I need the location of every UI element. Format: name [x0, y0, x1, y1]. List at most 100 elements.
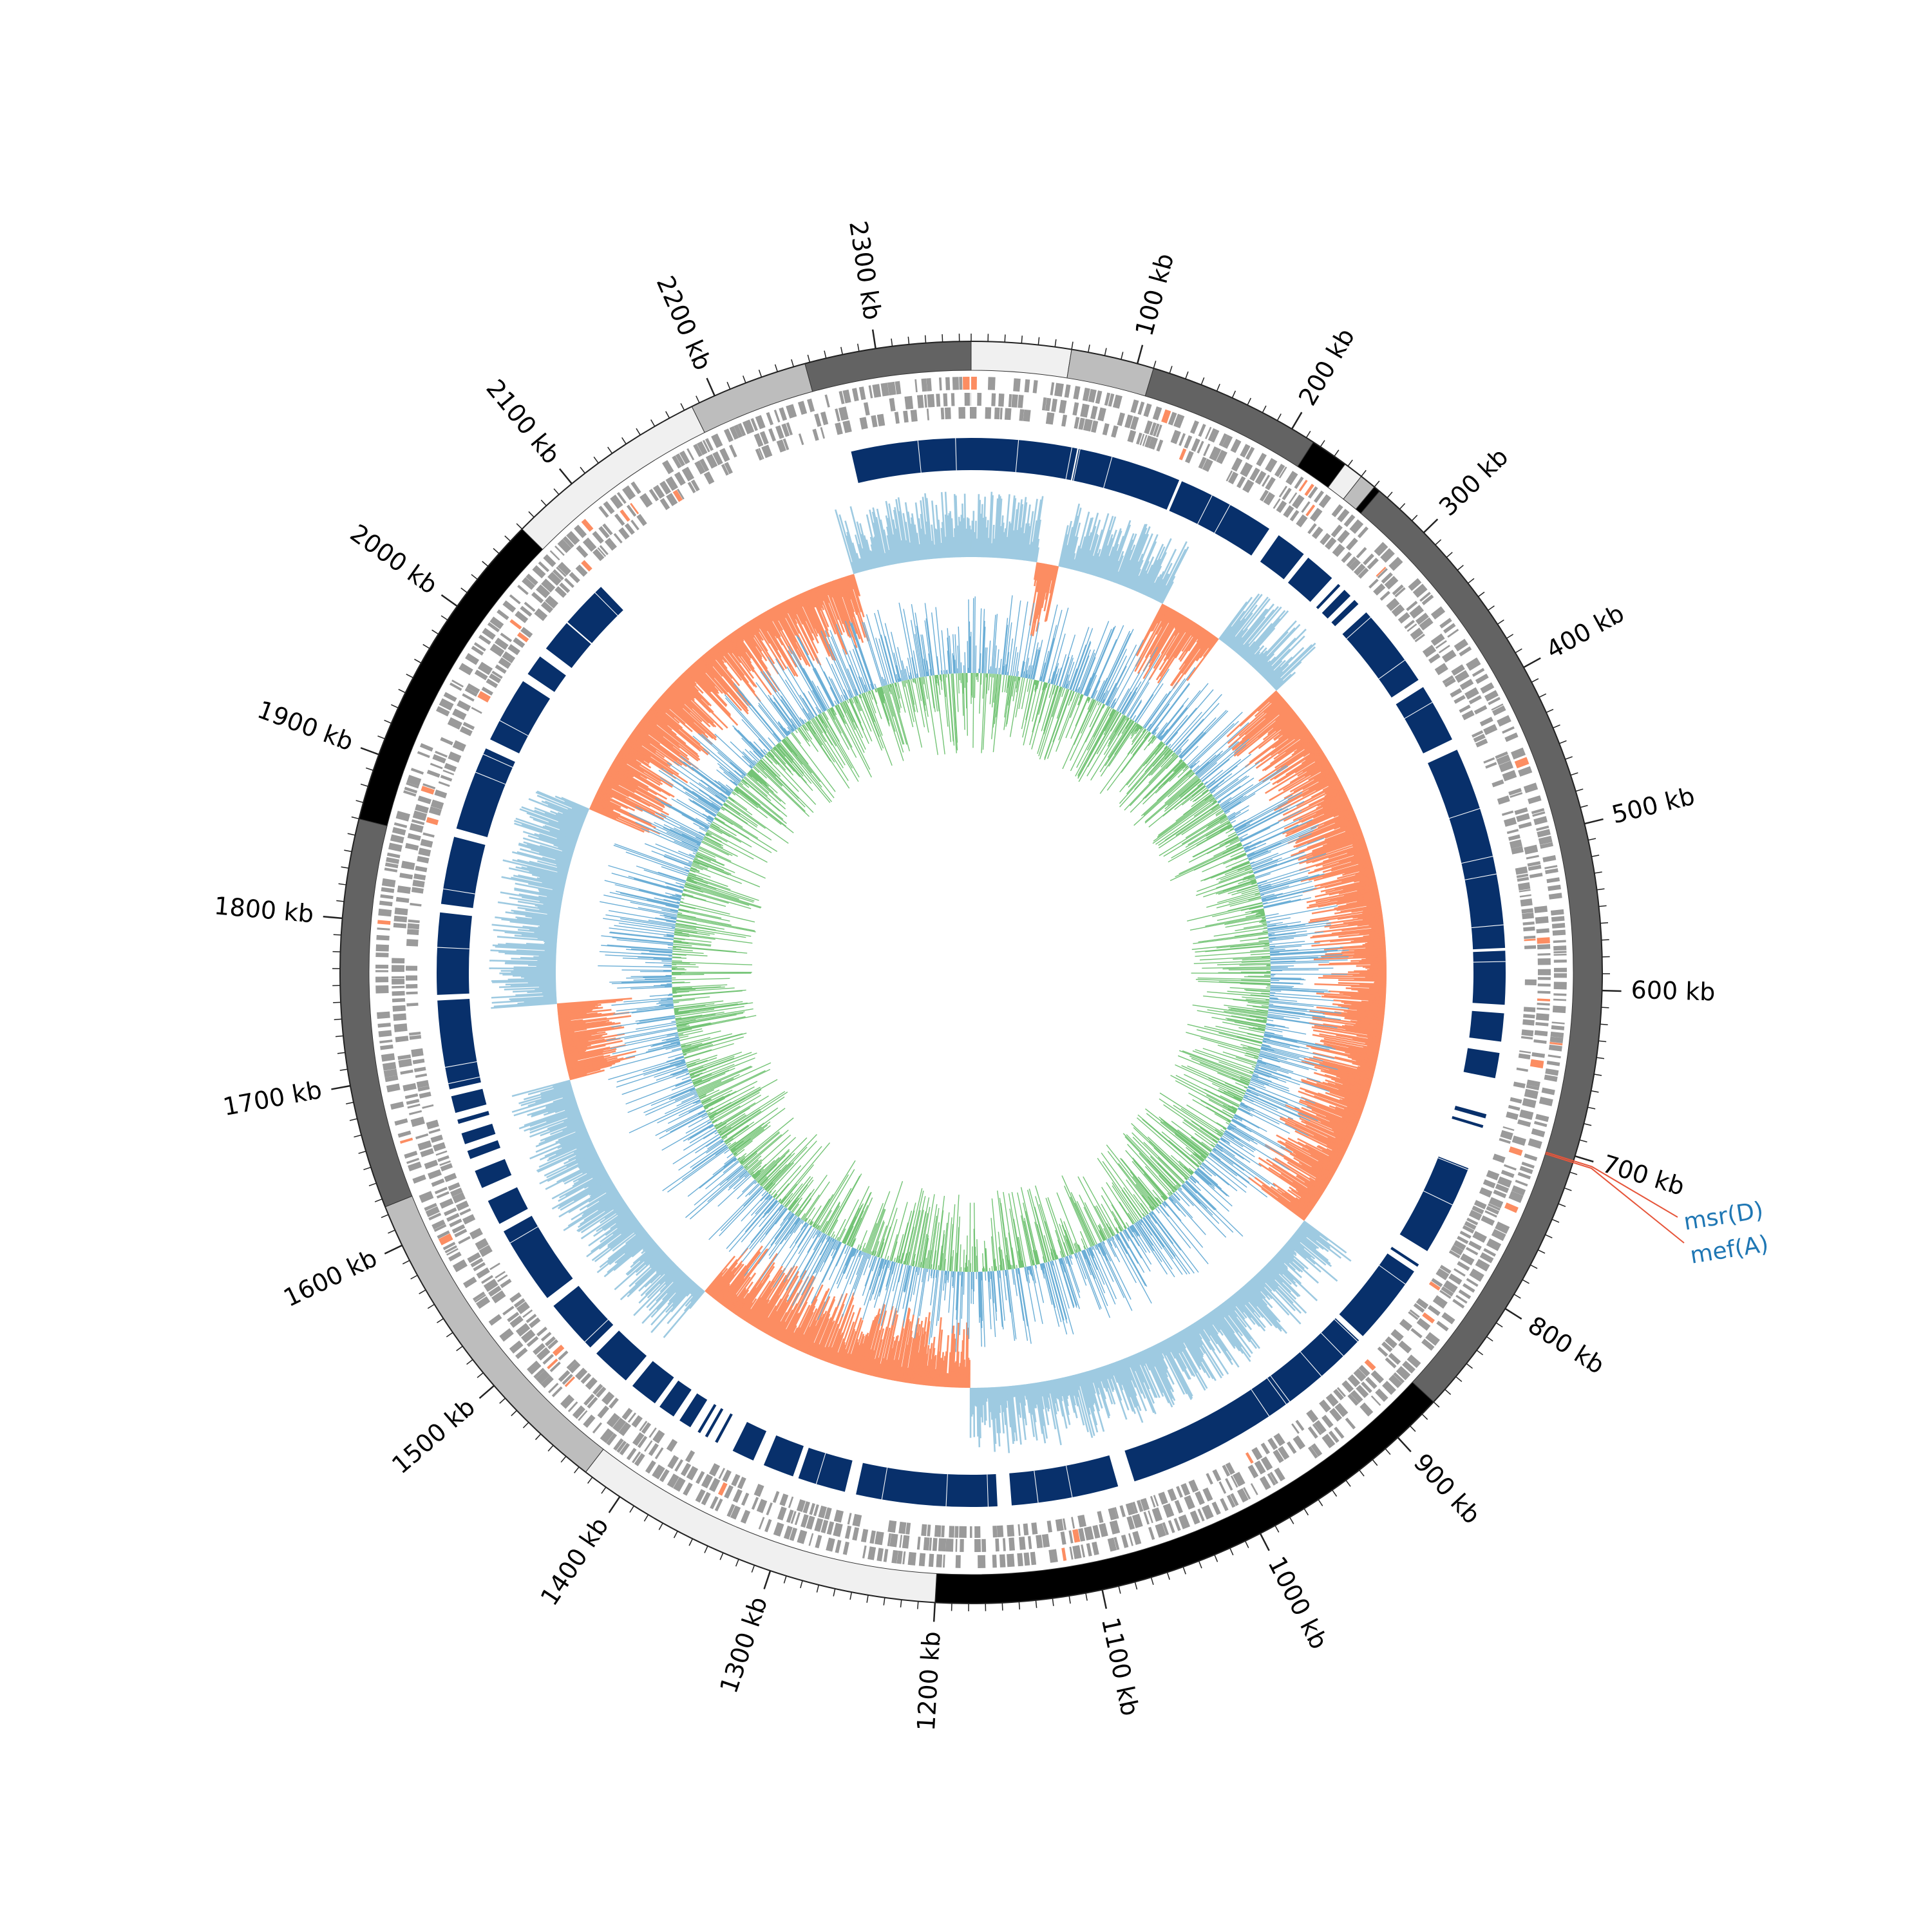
cds-feature: [494, 638, 509, 650]
gc-skew-bar: [554, 858, 571, 865]
gc-skew-bar: [558, 1177, 611, 1208]
cds-feature: [1517, 1171, 1531, 1180]
cds-feature: [730, 1505, 741, 1520]
gc-content-bar: [1075, 655, 1090, 692]
gc-skew-bar: [731, 632, 747, 653]
gc-skew-bar: [1356, 886, 1378, 892]
gc-skew-bar: [643, 715, 701, 761]
gc-skew-bar: [790, 1327, 801, 1347]
gc-skew-bar: [641, 1274, 688, 1324]
gc-skew-bar: [564, 1046, 611, 1058]
gc-skew-bar: [1287, 1241, 1307, 1259]
cds-feature: [775, 425, 784, 439]
gc-skew-bar: [1306, 893, 1379, 909]
gc-skew-bar: [668, 687, 711, 728]
cds-feature: [536, 1347, 551, 1361]
gc-skew-bar: [645, 1249, 663, 1266]
minor-tick: [440, 615, 448, 621]
minor-tick: [942, 334, 943, 343]
gc-skew-bar: [1323, 790, 1345, 802]
gc-skew-bar: [1338, 884, 1378, 895]
gc-skew-bar: [1032, 1383, 1038, 1405]
cds-feature: [1509, 839, 1522, 849]
gc-skew-bar: [1135, 1353, 1157, 1398]
gc-skew-bar: [1285, 1146, 1335, 1175]
gc-skew-bar: [1058, 525, 1069, 567]
cds-feature: [1502, 1126, 1515, 1132]
gc-skew-bar: [1195, 1321, 1215, 1351]
gc-skew-bar: [1296, 782, 1341, 807]
cds-feature: [1425, 1332, 1440, 1346]
gc-skew-bar: [905, 540, 911, 562]
gc-skew-bar: [1361, 958, 1387, 961]
gc-skew-bar: [752, 618, 785, 671]
minor-tick: [1118, 1586, 1121, 1594]
gc-skew-bar: [827, 582, 844, 625]
gc-content-bar: [1163, 1104, 1218, 1143]
gc-content-bar: [1089, 702, 1102, 728]
gc-skew-bar: [955, 495, 959, 558]
gc-skew-bar: [1304, 761, 1330, 777]
gc-skew-bar: [1272, 1158, 1325, 1192]
gc-skew-bar: [542, 826, 578, 840]
gc-skew-bar: [818, 585, 845, 650]
gc-skew-bar: [762, 1271, 800, 1333]
gc-skew-bar: [737, 628, 781, 692]
gc-skew-bar: [1280, 1146, 1334, 1178]
gc-skew-bar: [583, 1173, 609, 1189]
cds-feature: [659, 480, 672, 495]
gc-skew-bar: [561, 1034, 592, 1041]
cds-feature: [1441, 1312, 1455, 1325]
gc-skew-bar: [615, 1211, 632, 1224]
cds-feature: [1408, 578, 1422, 591]
gc-skew-bar: [1121, 524, 1146, 586]
gc-skew-bar: [892, 534, 900, 564]
cds-feature: [1007, 1524, 1015, 1537]
gc-skew-bar: [836, 1341, 846, 1366]
cds-feature: [375, 964, 389, 969]
gc-skew-bar: [1045, 1381, 1050, 1398]
gc-skew-bar: [781, 601, 789, 614]
gc-skew-bar: [1192, 625, 1201, 638]
gc-skew-bar: [1227, 636, 1236, 647]
cds-feature: [1173, 413, 1185, 429]
minor-tick: [344, 849, 352, 853]
cds-feature: [695, 1489, 706, 1503]
gc-skew-bar: [562, 1161, 602, 1183]
cds-feature: [1431, 1278, 1443, 1287]
cds-feature: [1331, 504, 1343, 518]
gc-skew-bar: [779, 603, 797, 636]
cds-feature: [1090, 406, 1098, 420]
cds-feature: [1546, 1061, 1560, 1066]
gc-skew-bar: [1160, 608, 1173, 628]
gc-content-bar: [1059, 687, 1062, 693]
cds-feature: [941, 1525, 945, 1538]
tick-label: 1400 kb: [535, 1512, 614, 1611]
cds-feature: [1439, 1289, 1452, 1299]
cds-feature: [1240, 444, 1251, 458]
gc-skew-bar: [1341, 1001, 1386, 1007]
gc-skew-bar: [1342, 866, 1374, 876]
cds-feature: [872, 384, 882, 398]
gc-skew-bar: [1244, 1283, 1278, 1321]
gc-skew-bar: [641, 718, 681, 749]
cds-feature: [876, 413, 886, 427]
cds-feature: [1321, 1414, 1334, 1428]
gc-content-bar: [1122, 691, 1137, 715]
gc-skew-bar: [1306, 838, 1365, 860]
gc-content-bar: [1029, 682, 1046, 745]
gc-skew-bar: [593, 799, 656, 829]
gc-skew-bar: [652, 704, 701, 746]
gc-skew-bar: [1149, 610, 1176, 655]
gc-skew-bar: [795, 595, 819, 644]
gc-skew-bar: [558, 1009, 612, 1016]
gc-skew-bar: [693, 662, 715, 687]
cds-feature: [1260, 1443, 1271, 1455]
minor-tick: [1153, 361, 1157, 369]
gc-skew-bar: [1239, 606, 1282, 657]
gc-skew-bar: [1186, 638, 1219, 681]
gc-skew-bar: [1327, 1082, 1368, 1097]
cds-feature: [417, 1140, 432, 1151]
gc-skew-bar: [1165, 1338, 1184, 1372]
gc-skew-bar: [1338, 1005, 1385, 1011]
